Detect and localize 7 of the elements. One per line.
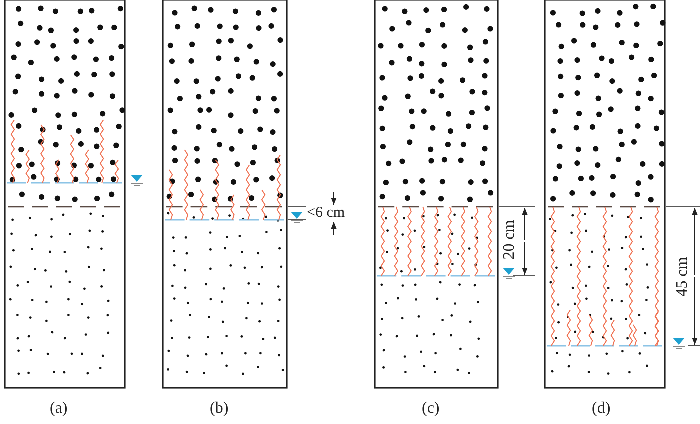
dimension-label: 20 cm: [502, 220, 518, 260]
panel-label: (c): [422, 401, 440, 417]
dimension-label: 45 cm: [674, 257, 691, 297]
panel-label: (b): [210, 401, 229, 417]
panel-label: (a): [50, 401, 68, 417]
panel-label: (d): [592, 401, 611, 417]
dimension-label: <6 cm: [307, 206, 346, 221]
